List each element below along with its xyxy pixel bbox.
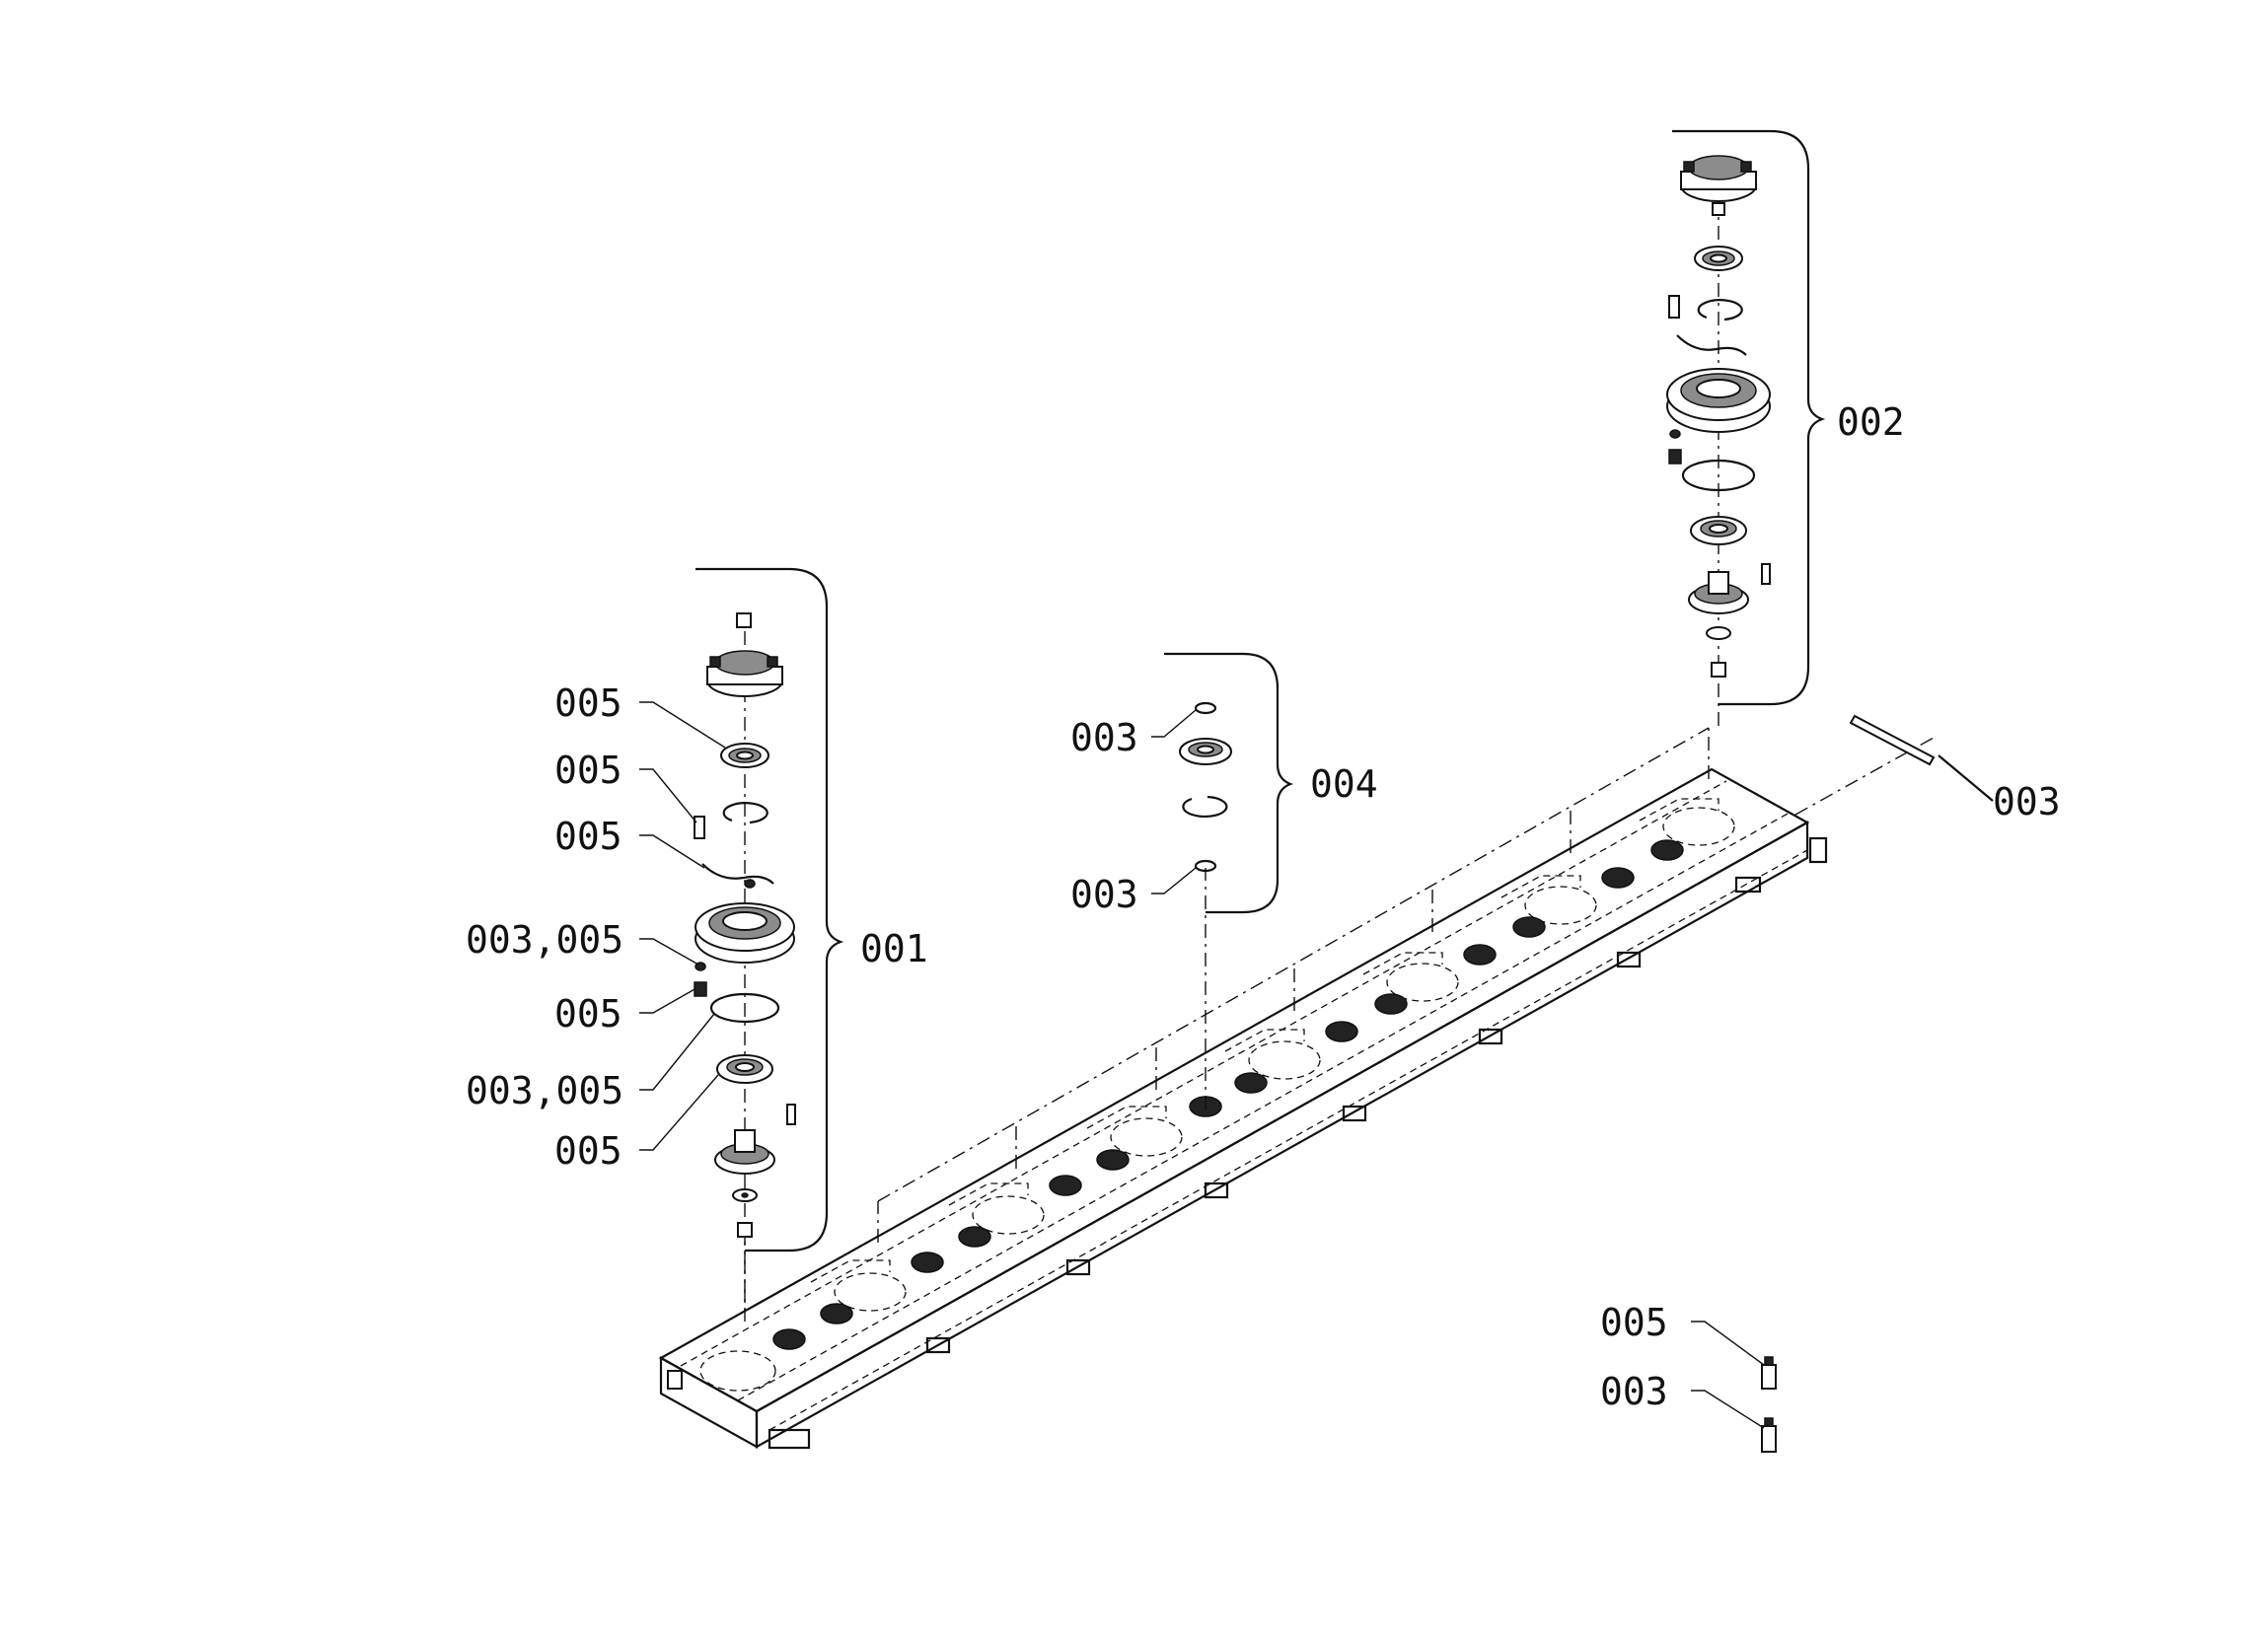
loose-parts [1761, 1356, 1777, 1453]
leader-lines [639, 701, 1765, 1429]
assembly-001-stack [694, 567, 844, 1312]
a001-lube-pipe [701, 863, 774, 885]
cutter-bar-beam [658, 767, 1828, 1450]
callout-assembly-004: 004 [1310, 762, 1378, 806]
callout-a001-fitting-003-005: 003,005 [466, 918, 623, 962]
a001-bearing-housing [695, 902, 795, 964]
a001-key [786, 1104, 796, 1125]
callout-assembly-001: 001 [860, 927, 928, 970]
beam-gear-seats [772, 839, 1684, 1350]
callout-a001-oring-003-005: 003,005 [466, 1069, 623, 1112]
a002-gear [1688, 571, 1749, 614]
a001-nipple [694, 981, 707, 997]
a002-nut [1711, 662, 1726, 678]
a001-snap-ring [722, 802, 768, 824]
callout-loose-005: 005 [1600, 1301, 1668, 1344]
a004-bearing [1179, 738, 1232, 765]
beam-bearing-openings [699, 807, 1735, 1392]
a001-screw [694, 816, 705, 839]
a001-gear [714, 1129, 775, 1175]
a002-ball-bearing [1694, 246, 1743, 271]
a001-lower-bearing [716, 1054, 773, 1084]
callout-loose-003: 003 [1600, 1370, 1668, 1413]
callout-assembly-002: 002 [1837, 400, 1905, 444]
a002-bracket [1672, 129, 1826, 706]
a002-key [1761, 563, 1771, 585]
a001-o-ring [709, 992, 780, 1024]
a002-washer [1706, 626, 1731, 640]
a001-top-bolt [736, 612, 752, 628]
callout-labels: 005 005 005 003,005 005 003,005 005 001 … [466, 400, 2061, 1413]
assembly-centerlines [744, 727, 1935, 1322]
a004-bottom-washer [1194, 859, 1217, 873]
callout-a001-bolt-005: 005 [554, 749, 622, 792]
assembly-004-stack [1164, 652, 1294, 914]
loose-part-003 [1761, 1417, 1777, 1453]
callout-pin-003: 003 [1993, 780, 2061, 823]
drive-pin [1849, 714, 1994, 802]
a004-bracket [1164, 652, 1294, 914]
a004-snap-ring [1182, 795, 1228, 819]
a001-ball-bearing [720, 743, 769, 768]
a002-o-ring [1681, 459, 1756, 492]
a002-snap-ring [1697, 299, 1743, 322]
beam-mounting-tabs [925, 876, 1762, 1354]
callout-a001-bearing-005: 005 [554, 1129, 622, 1173]
beam-end-plug [667, 1370, 683, 1390]
callout-a001-cover-005: 005 [554, 681, 622, 725]
callout-a001-nipple-005: 005 [554, 992, 622, 1036]
loose-part-005 [1761, 1356, 1777, 1390]
assembly-002-stack [1666, 129, 1826, 728]
a002-lube-pipe [1676, 334, 1747, 356]
a002-lower-bearing [1690, 516, 1747, 545]
callout-a004-top-003: 003 [1070, 716, 1138, 759]
a002-screw [1668, 295, 1680, 319]
callout-a004-bottom-003: 003 [1070, 873, 1138, 916]
a001-bracket [695, 567, 844, 1252]
a002-bearing-cover [1680, 155, 1757, 202]
a001-nut [737, 1222, 753, 1238]
a002-bearing-housing [1666, 368, 1771, 433]
a004-top-washer [1194, 701, 1217, 715]
callout-a001-pipe-005: 005 [554, 815, 622, 858]
a001-bearing-cover [706, 650, 783, 697]
